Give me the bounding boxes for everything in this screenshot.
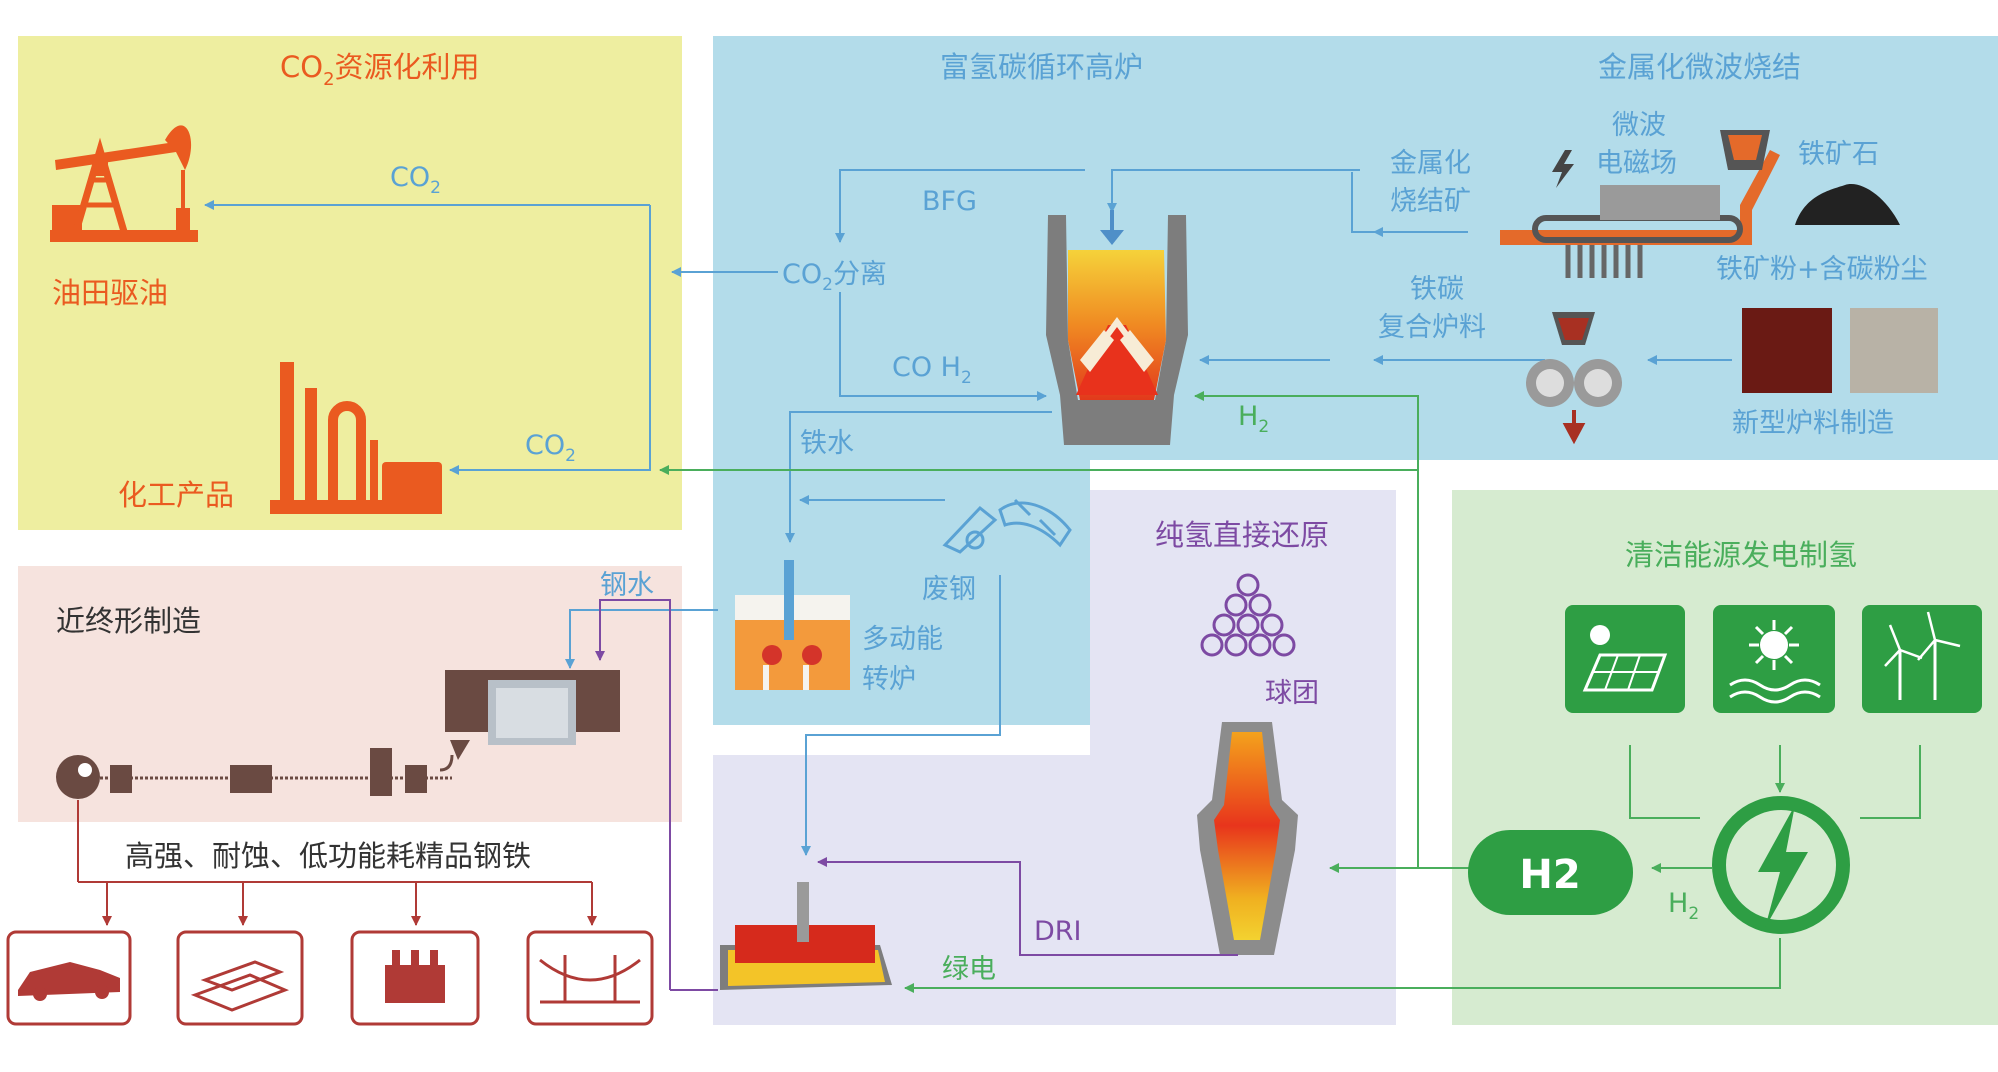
shaft-furnace-icon — [1197, 722, 1298, 955]
pellets-label: 球团 — [1265, 678, 1319, 709]
co2-panel-title: CO2资源化利用 — [280, 50, 480, 90]
solar-thermal-icon — [1713, 605, 1835, 713]
hydrogen-tank-icon: H2 — [1468, 830, 1633, 915]
chemical-plant-icon — [270, 362, 442, 514]
clean-panel-title: 清洁能源发电制氢 — [1625, 538, 1857, 572]
microwave-label-1: 微波 — [1612, 110, 1666, 141]
car-icon — [6, 930, 132, 1026]
h2dr-panel-title: 纯氢直接还原 — [1155, 518, 1329, 552]
transformer-icon — [350, 930, 480, 1026]
solar-panel-icon — [1565, 605, 1685, 713]
ore-dust-label: 铁矿粉+含碳粉尘 — [1716, 254, 1928, 285]
co2-to-chem-label: CO2 — [525, 430, 576, 466]
bf-top-arrow — [1107, 169, 1360, 213]
product-flow-lines — [77, 800, 597, 926]
chemical-products-label: 化工产品 — [118, 478, 234, 512]
bfg-label: BFG — [922, 186, 977, 217]
co2-to-oilfield-label: CO2 — [390, 162, 441, 198]
h2-from-power-label: H2 — [1668, 888, 1699, 924]
power-hub-icon — [1712, 796, 1850, 934]
dri-label: DRI — [1034, 916, 1082, 947]
oilfield-label: 油田驱油 — [52, 276, 168, 310]
smelting-furnace-icon — [720, 882, 892, 990]
co-h2-label: CO H2 — [892, 352, 972, 388]
scrap-label: 废钢 — [922, 574, 976, 605]
converter-label-2: 转炉 — [862, 664, 916, 695]
metallized-sinter-label-1: 金属化 — [1390, 148, 1471, 179]
sinter-panel-title: 金属化微波烧结 — [1598, 50, 1801, 84]
roller-press-icon — [1526, 312, 1622, 445]
converter-label-1: 多动能 — [862, 624, 943, 655]
fe-c-burden-label-2: 复合炉料 — [1378, 312, 1486, 343]
caster-icon — [445, 670, 620, 760]
dri-flow-lines — [595, 599, 1238, 991]
dust-sample-icon — [1850, 308, 1938, 393]
bf-panel-title: 富氢碳循环高炉 — [940, 50, 1143, 84]
metallized-sinter-label-2: 烧结矿 — [1390, 186, 1471, 217]
green-power-label: 绿电 — [942, 954, 996, 985]
steel-beams-icon — [176, 930, 304, 1026]
products-label: 高强、耐蚀、低功能耗精品钢铁 — [125, 839, 531, 873]
wind-turbine-icon — [1862, 605, 1982, 713]
scrap-steel-icon — [942, 498, 1072, 554]
bridge-icon — [526, 930, 654, 1026]
fe-c-burden-label-1: 铁碳 — [1410, 274, 1464, 305]
microwave-label-2: 电磁场 — [1596, 148, 1677, 179]
sinter-machine-icon — [1500, 130, 1780, 278]
co2-separation-label: CO2分离 — [782, 259, 887, 295]
hot-metal-label: 铁水 — [800, 428, 854, 459]
molten-steel-label: 钢水 — [600, 570, 654, 601]
lightning-icon — [1552, 150, 1574, 188]
panel-clean-energy — [1452, 490, 1998, 1025]
oil-pump-icon — [50, 125, 198, 242]
pellets-icon — [1200, 573, 1296, 657]
converter-icon — [735, 560, 850, 690]
blast-furnace-icon — [1046, 210, 1188, 445]
iron-ore-label: 铁矿石 — [1798, 139, 1879, 170]
h2-to-bf-label: H2 — [1238, 401, 1269, 437]
new-burden-label: 新型炉料制造 — [1732, 408, 1894, 439]
iron-ore-pile-icon — [1795, 184, 1900, 225]
rolling-line-icon — [56, 748, 454, 799]
green-flow-lines — [659, 391, 1921, 993]
panel-co2-utilization — [18, 36, 682, 530]
co2-flow-lines — [204, 169, 1732, 856]
ore-powder-sample-icon — [1742, 308, 1832, 393]
hydrogen-tank-label: H2 — [1519, 852, 1580, 898]
netshape-panel-title: 近终形制造 — [56, 604, 201, 638]
